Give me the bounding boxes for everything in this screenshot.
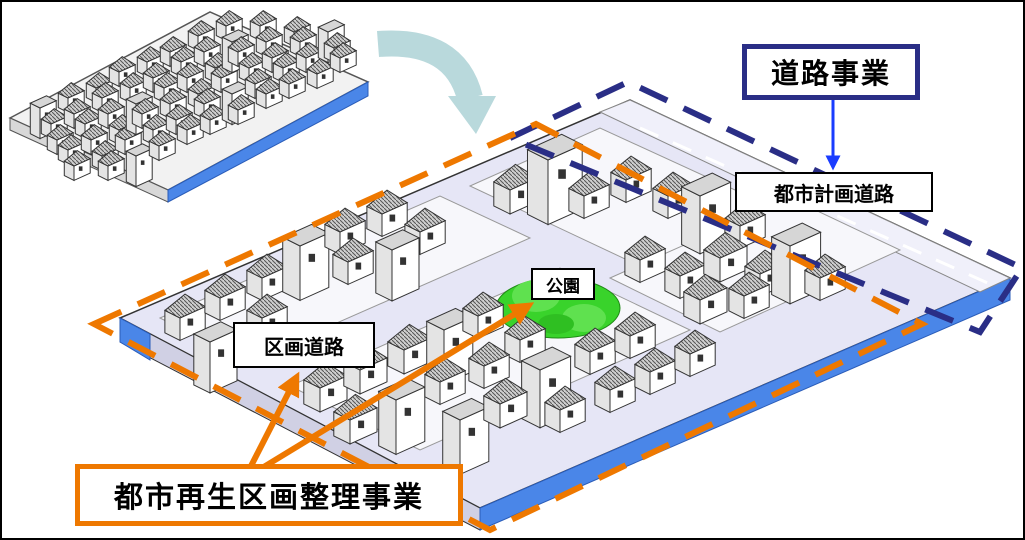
house-icon bbox=[329, 41, 358, 74]
house-icon bbox=[148, 129, 177, 162]
house-icon bbox=[609, 155, 653, 204]
house-icon bbox=[227, 93, 256, 126]
house-icon bbox=[374, 229, 421, 302]
road-project-label: 道路事業 bbox=[742, 44, 920, 100]
house-icon bbox=[176, 113, 205, 146]
district-road-label: 区画道路 bbox=[233, 322, 375, 368]
house-icon bbox=[377, 377, 426, 456]
urban-renewal-project-label: 都市再生区画整理事業 bbox=[75, 464, 463, 526]
house-icon bbox=[702, 231, 749, 283]
house-icon bbox=[125, 143, 154, 188]
house-icon bbox=[441, 397, 490, 476]
city-planning-road-label: 都市計画道路 bbox=[735, 172, 933, 212]
district-road-arrow bbox=[247, 371, 300, 470]
house-icon bbox=[192, 321, 239, 394]
house-icon bbox=[727, 271, 771, 320]
before-neighbourhood-illustration bbox=[8, 9, 370, 203]
renewal-project-boundary bbox=[87, 120, 929, 534]
house-icon bbox=[203, 273, 247, 322]
house-icon bbox=[306, 57, 335, 90]
house-icon bbox=[281, 223, 330, 302]
house-icon bbox=[593, 365, 637, 414]
house-icon bbox=[633, 347, 677, 396]
house-icon bbox=[543, 385, 587, 434]
house-icon bbox=[482, 377, 529, 429]
house-icon bbox=[673, 329, 717, 378]
house-icon bbox=[302, 361, 349, 413]
house-icon bbox=[97, 149, 126, 182]
house-icon bbox=[682, 273, 729, 325]
house-icon bbox=[423, 357, 467, 406]
after-houses bbox=[163, 133, 847, 476]
house-icon bbox=[331, 237, 375, 286]
house-icon bbox=[623, 235, 667, 284]
house-icon bbox=[613, 311, 657, 360]
curved-arrow-head bbox=[448, 96, 496, 134]
house-icon bbox=[386, 323, 433, 375]
house-icon bbox=[567, 171, 611, 220]
house-icon bbox=[245, 253, 289, 302]
house-icon bbox=[365, 189, 409, 238]
house-icon bbox=[278, 67, 307, 100]
park-arrow bbox=[260, 302, 535, 471]
house-icon bbox=[467, 341, 511, 390]
house-icon bbox=[210, 61, 239, 94]
house-icon bbox=[63, 149, 92, 182]
curved-arrow-icon bbox=[376, 30, 483, 102]
before-houses bbox=[29, 9, 358, 188]
house-icon bbox=[255, 77, 284, 110]
park-label: 公園 bbox=[531, 268, 595, 300]
